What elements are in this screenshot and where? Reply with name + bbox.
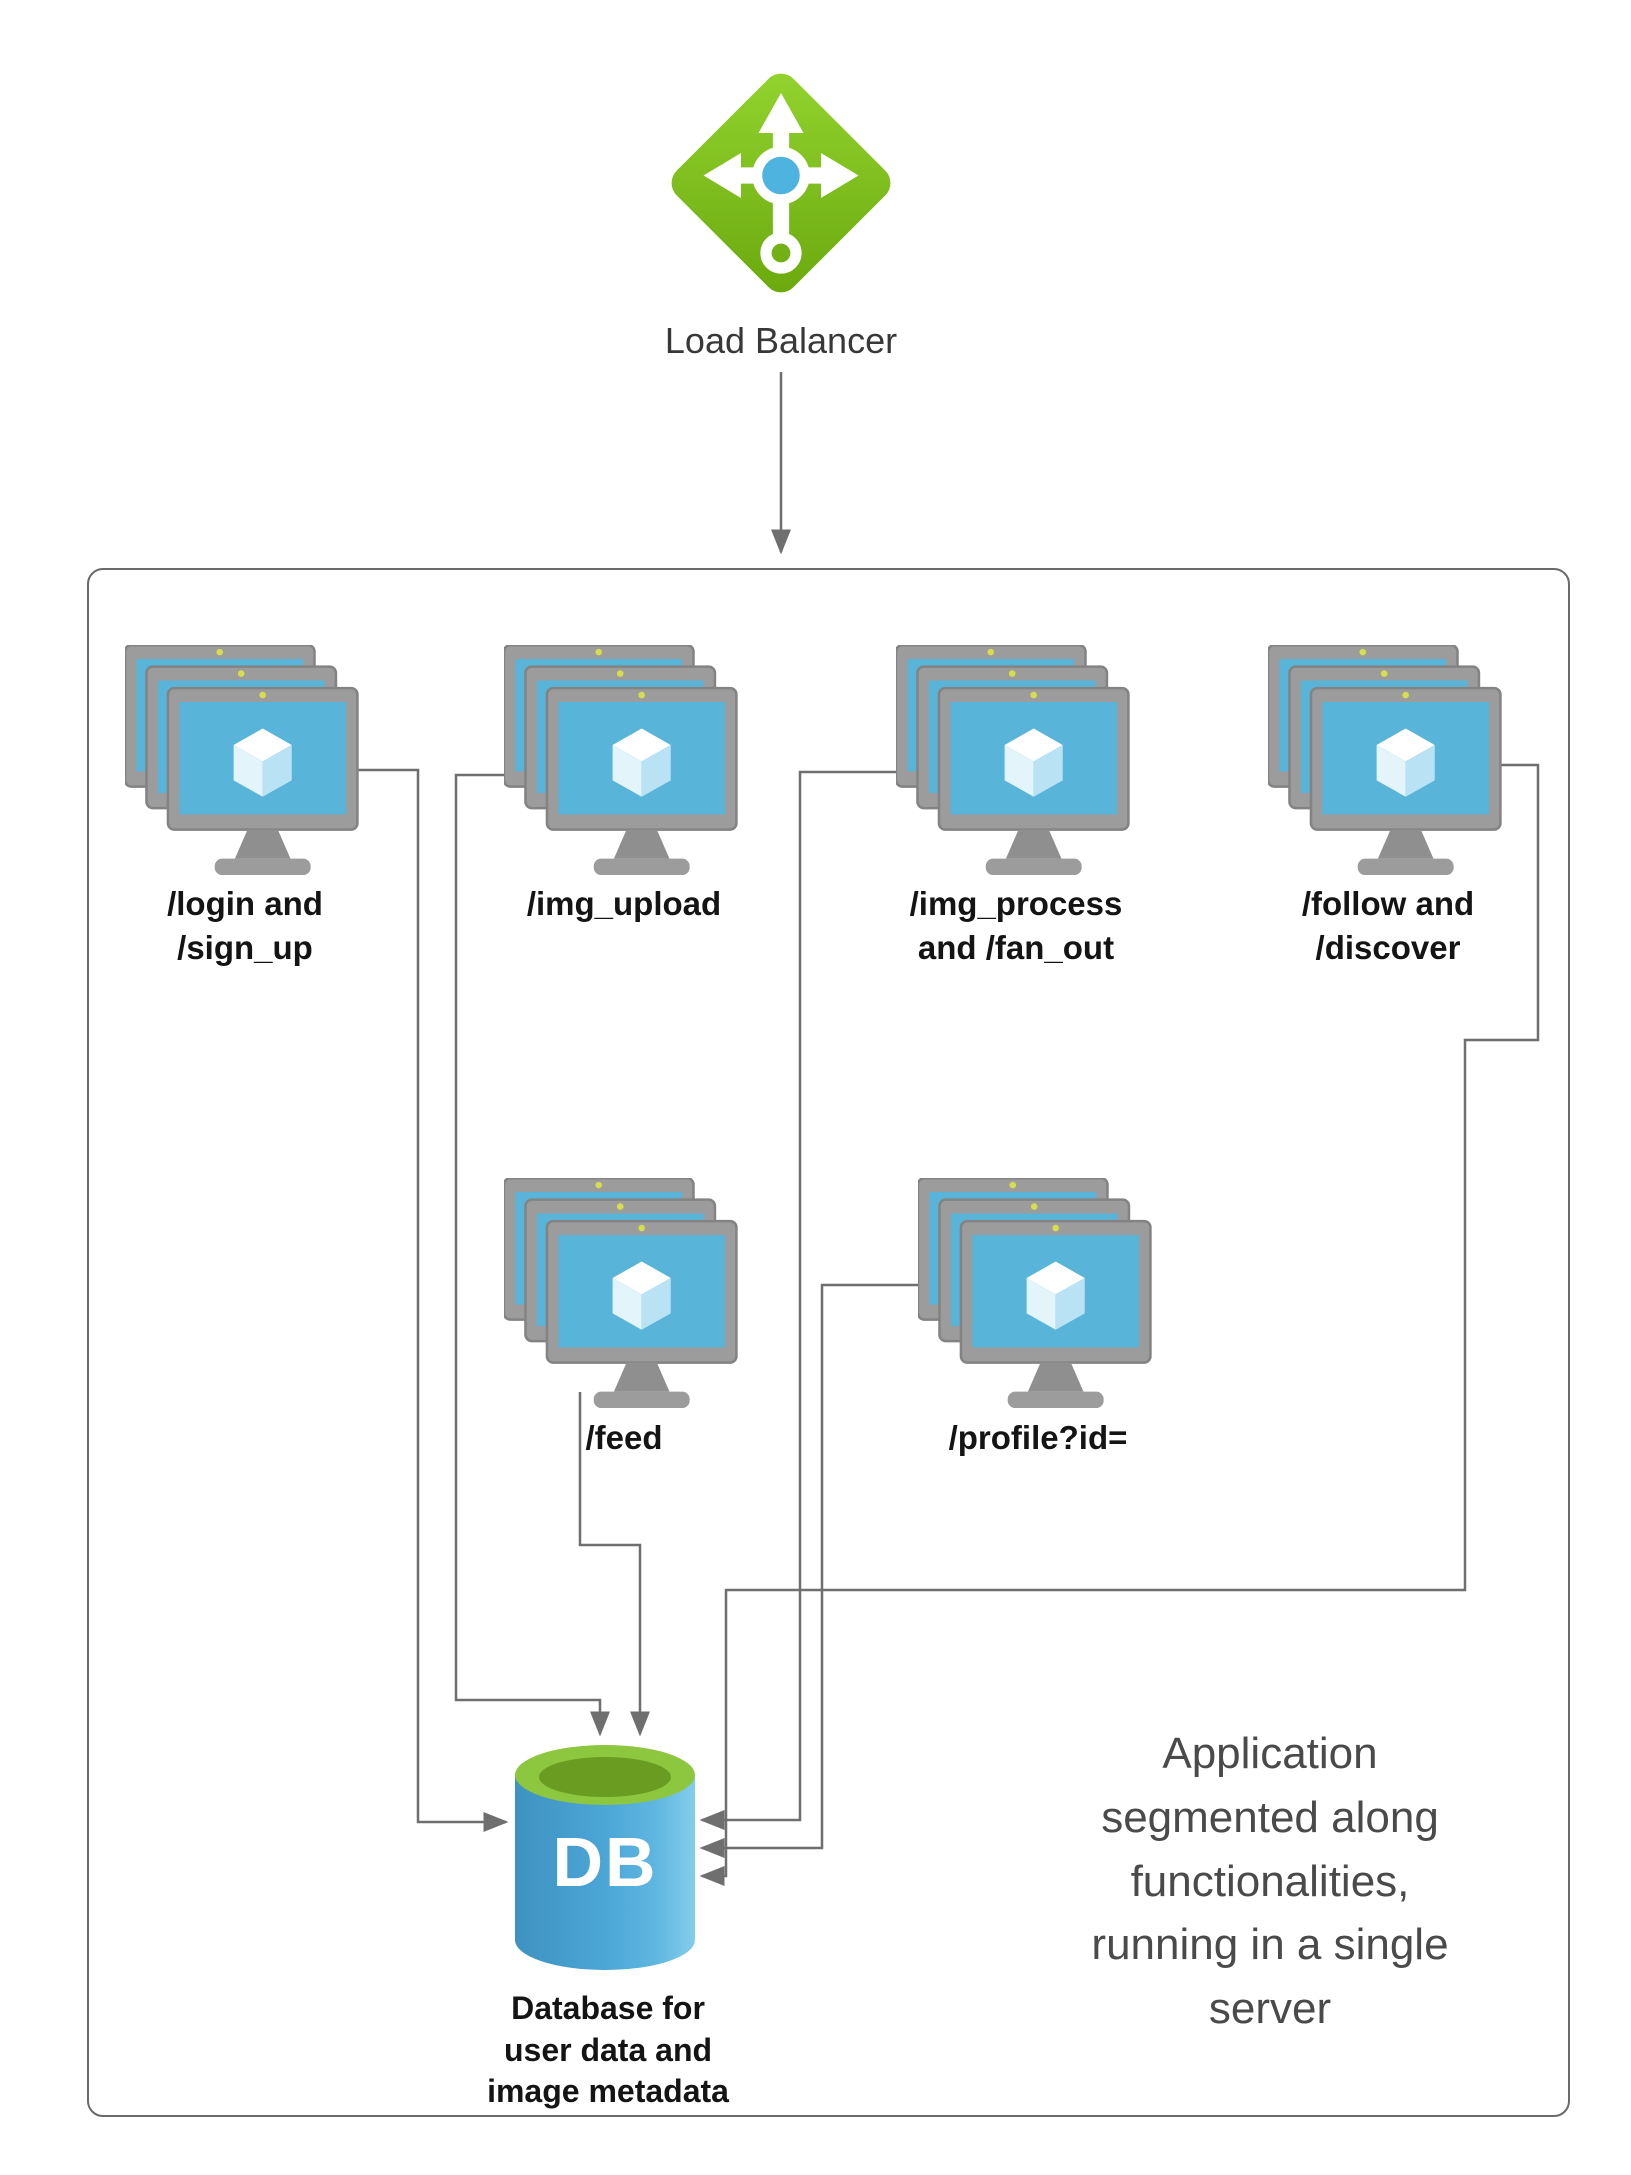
label-feed: /feed <box>585 1419 663 1456</box>
vm-stack-img-process-icon <box>896 645 1136 879</box>
vm-stack-feed-icon <box>504 1178 744 1412</box>
label-img-process: /img_process and /fan_out <box>909 885 1123 966</box>
arrow-login-to-db <box>352 768 509 1832</box>
load-balancer-icon <box>671 73 891 293</box>
label-follow: /follow and /discover <box>1301 885 1475 966</box>
vm-stack-img-upload-icon <box>504 645 744 879</box>
arrow-follow-to-db <box>699 763 1540 1886</box>
database-db-text: DB <box>552 1823 658 1901</box>
annotation-text: Application segmented along functionalit… <box>1091 1729 1449 2034</box>
label-profile: /profile?id= <box>948 1419 1128 1456</box>
load-balancer-label: Load Balancer <box>664 320 898 361</box>
label-login: /login and /sign_up <box>167 885 323 966</box>
arrow-profile-to-db <box>699 1283 923 1858</box>
arrow-imgprocess-to-db <box>699 770 901 1830</box>
database-icon <box>515 1745 695 1970</box>
vm-stack-login-icon <box>125 645 365 879</box>
arrow-imgupload-to-db <box>454 773 610 1737</box>
vm-stack-profile-icon <box>918 1178 1158 1412</box>
database-label: Database for user data and image metadat… <box>487 1990 729 2110</box>
vm-stack-follow-icon <box>1268 645 1508 879</box>
arrow-feed-to-db <box>578 1392 650 1737</box>
label-img-upload: /img_upload <box>526 885 722 922</box>
